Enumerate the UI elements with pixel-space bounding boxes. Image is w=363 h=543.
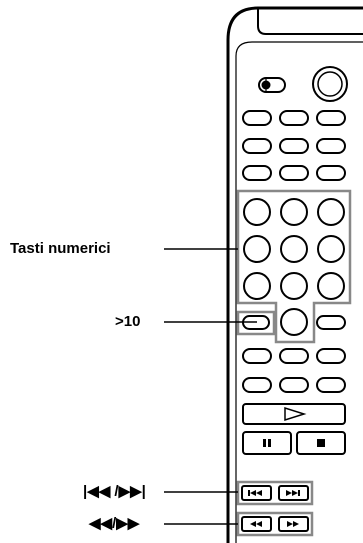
pause-button[interactable] [242,431,292,455]
stop-icon [317,439,325,447]
oval-button-row-5[interactable] [242,377,346,393]
number-key-5[interactable] [280,235,308,263]
fast-forward-button[interactable] [278,516,309,532]
play-button[interactable] [242,403,346,425]
oval-button-row-2[interactable] [242,138,346,154]
number-key-6[interactable] [317,235,345,263]
next-track-button[interactable] [278,485,309,501]
label-search: ◀◀/▶▶ [89,515,140,532]
number-key-2[interactable] [280,198,308,226]
number-key-4[interactable] [243,235,271,263]
skip-buttons-highlight [236,480,314,506]
oval-button-row-1[interactable] [242,110,346,126]
label-gt10: >10 [115,313,141,330]
gt10-highlight [236,310,276,336]
rewind-button[interactable] [241,516,272,532]
prev-track-button[interactable] [241,485,272,501]
rewind-icon [250,521,262,527]
label-number-keys: Tasti numerici [10,240,111,257]
number-key-8[interactable] [280,272,308,300]
number-key-3[interactable] [317,198,345,226]
remote-top-notch [257,8,363,35]
number-keys[interactable] [243,198,345,336]
number-keys-highlight [236,189,352,344]
play-triangle-icon [284,406,307,422]
number-key-10[interactable] [280,308,308,336]
number-key-7[interactable] [243,272,271,300]
stop-button[interactable] [296,431,346,455]
pause-icon [263,439,271,447]
number-key-9[interactable] [317,272,345,300]
power-switch[interactable] [258,77,286,93]
remote-inner-panel [235,41,363,543]
label-skip: |◀◀ /▶▶| [83,483,146,500]
oval-button-row-4[interactable] [242,348,346,364]
open-close-button[interactable] [312,66,348,102]
skip-forward-icon [286,490,300,496]
skip-back-icon [248,490,262,496]
number-key-1[interactable] [243,198,271,226]
oval-button-right-of-10[interactable] [316,315,346,330]
fast-forward-icon [287,521,299,527]
oval-button-row-3[interactable] [242,165,346,181]
